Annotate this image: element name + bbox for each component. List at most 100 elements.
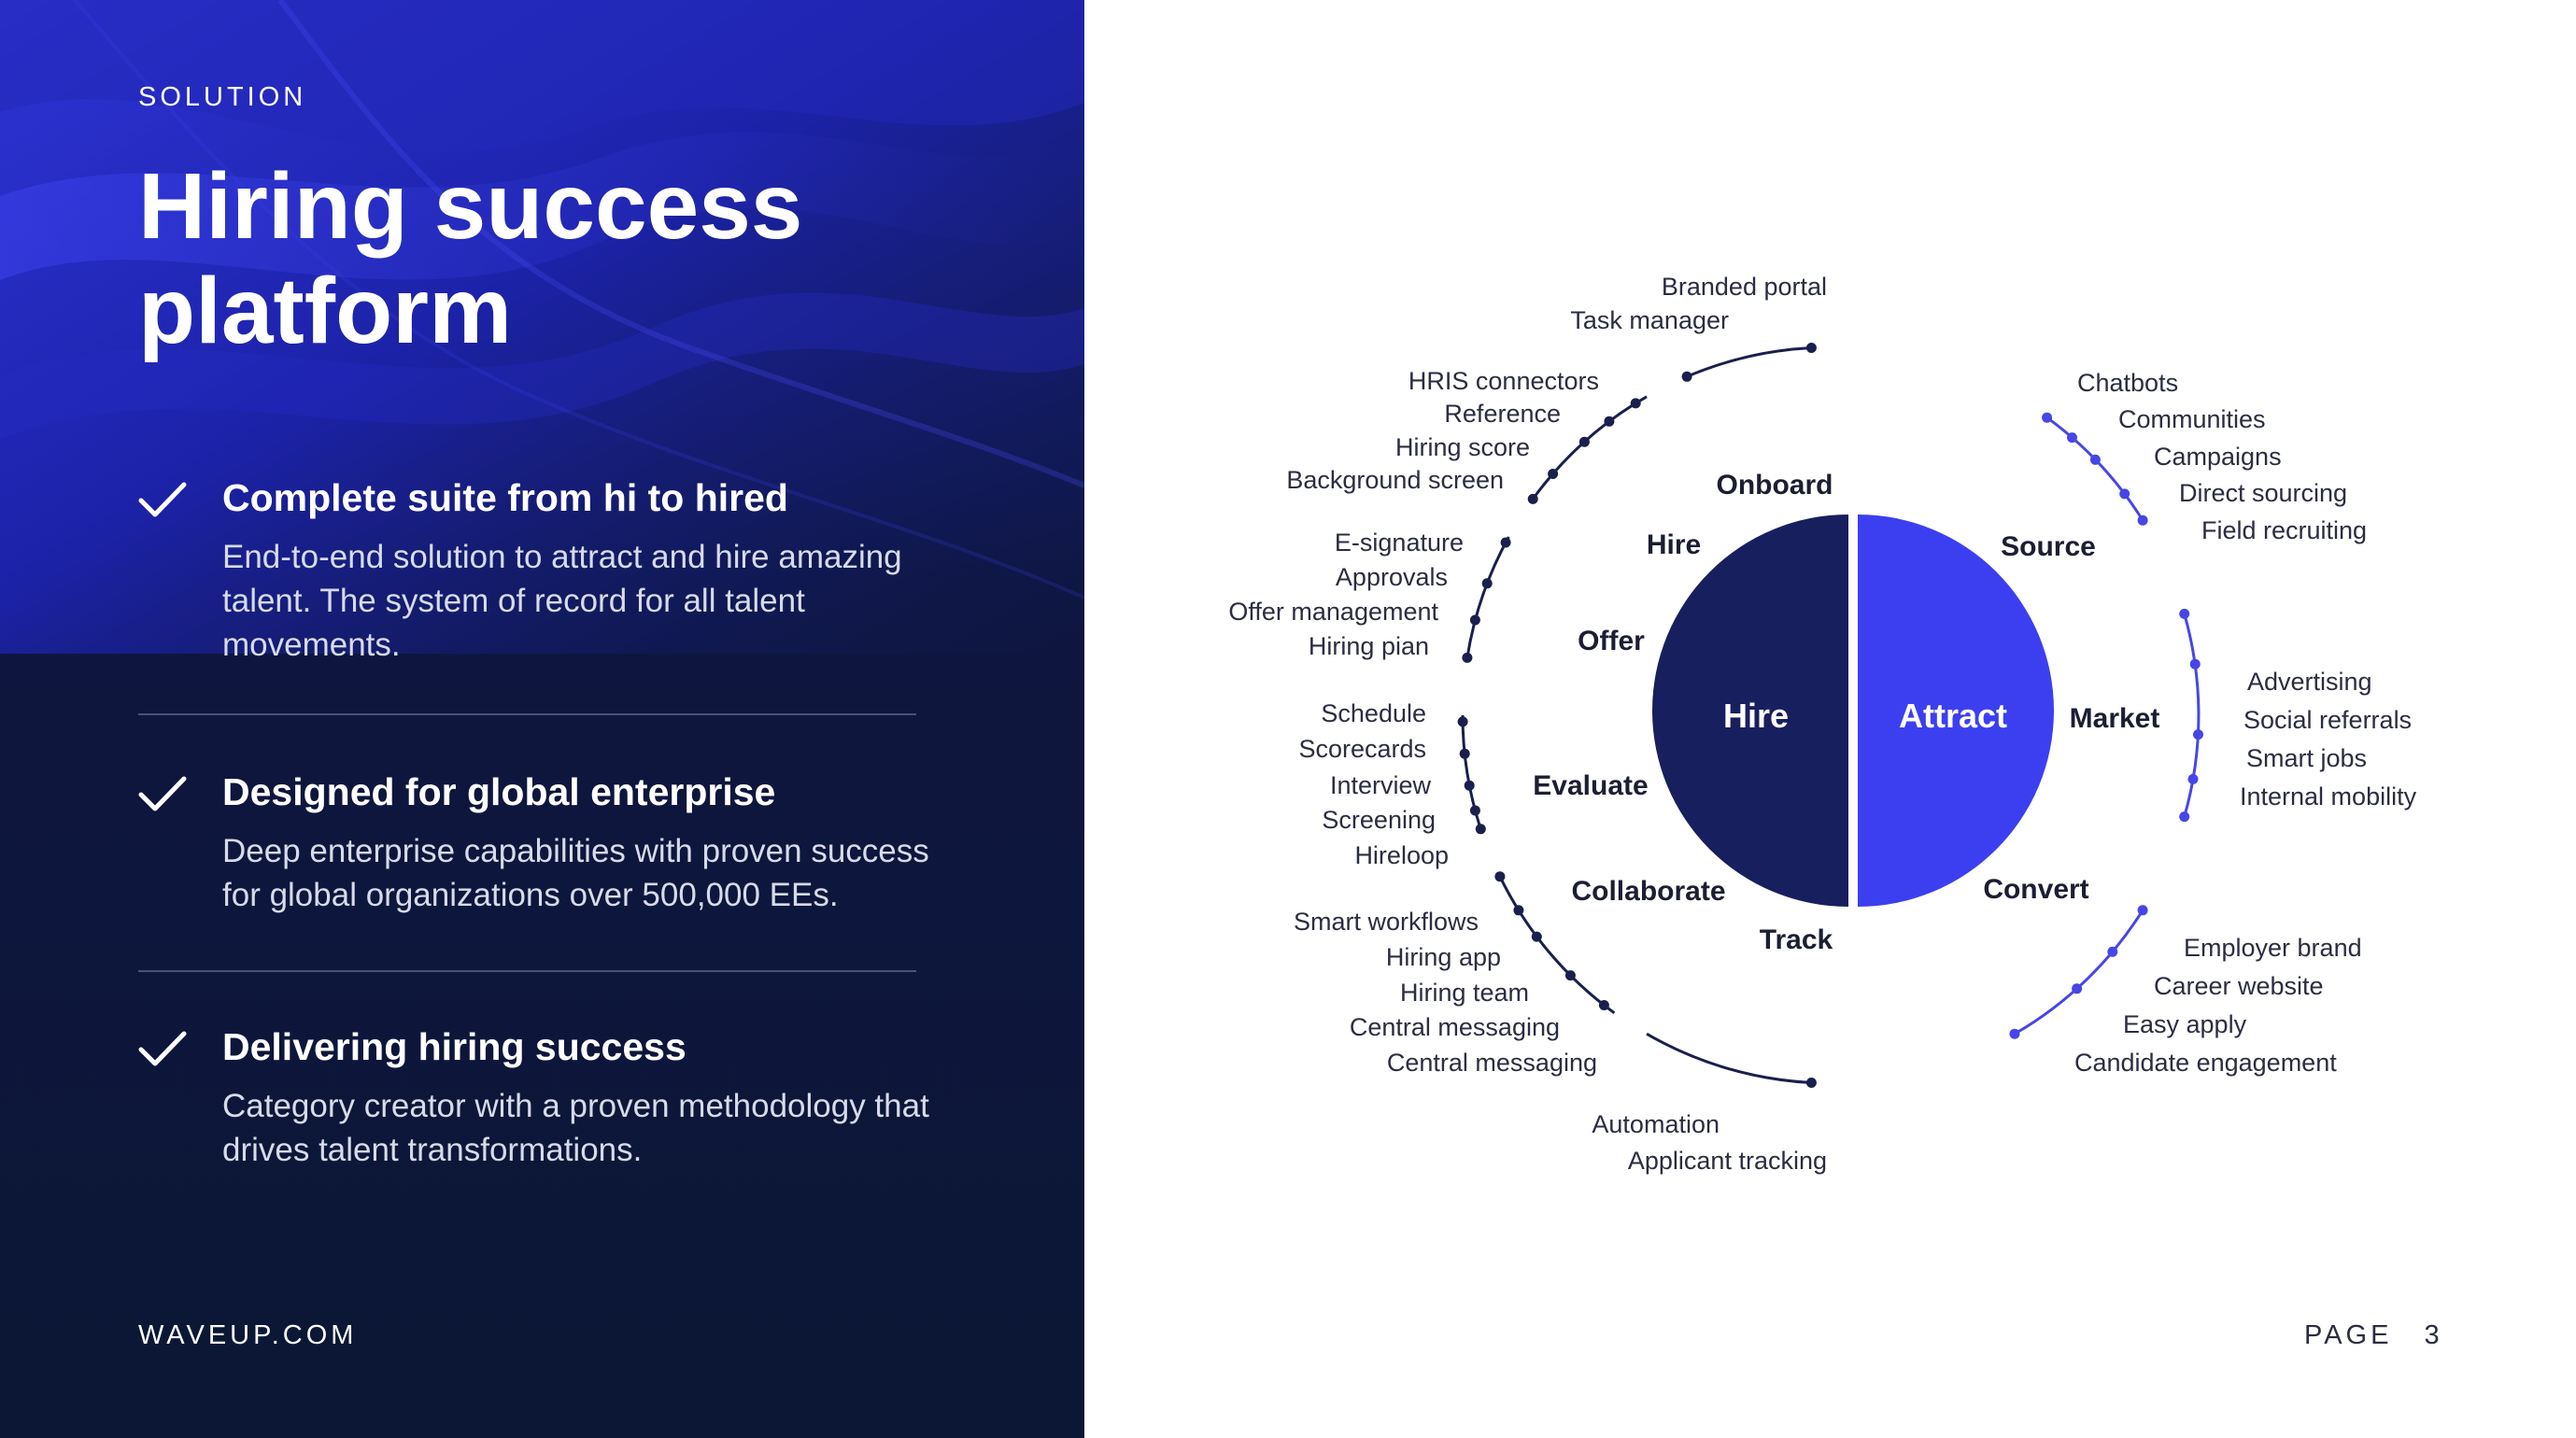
hire-item: Reference: [1444, 400, 1561, 428]
offer-item: Hiring pian: [1309, 632, 1429, 660]
page-label: PAGE: [2304, 1320, 2393, 1350]
convert-arc: [2014, 909, 2144, 1036]
convert-dot: [2107, 946, 2118, 957]
page-indicator: PAGE 3: [2304, 1320, 2440, 1351]
stage-market: Market: [2070, 703, 2160, 734]
offer-item: Approvals: [1336, 563, 1448, 591]
source-dot: [2089, 454, 2101, 465]
market-dot: [2179, 811, 2190, 823]
core-label-hire: Hire: [1723, 697, 1789, 735]
evaluate-dot: [1469, 805, 1480, 816]
track-arc: [1646, 1032, 1812, 1084]
collaborate-arc: [1498, 876, 1616, 1015]
stage-onboard: Onboard: [1717, 470, 1833, 500]
feature-title: Delivering hiring success: [222, 1025, 686, 1068]
market-arc: [2183, 613, 2201, 818]
collaborate-dot: [1513, 905, 1524, 916]
offer-arc: [1465, 536, 1510, 658]
divider: [138, 970, 916, 972]
evaluate-dot: [1457, 716, 1468, 727]
market-dot: [2187, 773, 2199, 784]
convert-item: Employer brand: [2184, 934, 2362, 962]
divider: [138, 713, 916, 715]
offer-item: E-signature: [1335, 529, 1464, 557]
collaborate-item: Smart workflows: [1294, 908, 1479, 936]
convert-item: Candidate engagement: [2074, 1049, 2337, 1077]
offer-dot: [1500, 537, 1511, 548]
evaluate-item: Hireloop: [1354, 841, 1449, 869]
collaborate-dot: [1598, 1000, 1609, 1010]
convert-item: Easy apply: [2123, 1010, 2247, 1038]
market-item: Advertising: [2247, 668, 2372, 696]
evaluate-item: Screening: [1322, 806, 1436, 834]
page-title-line-1: Hiring success: [138, 154, 803, 259]
stage-source: Source: [2001, 531, 2096, 562]
core-label-attract: Attract: [1899, 697, 2007, 735]
silk-background: [0, 0, 1084, 654]
convert-item: Career website: [2154, 972, 2324, 1000]
page-number: 3: [2424, 1320, 2440, 1350]
market-item: Smart jobs: [2246, 744, 2367, 772]
hire-dot: [1548, 469, 1559, 479]
convert-dot: [2009, 1028, 2020, 1039]
check-icon: [138, 1031, 187, 1066]
stage-evaluate: Evaluate: [1533, 770, 1648, 801]
track-dot: [1805, 1078, 1817, 1088]
onboard-dot: [1805, 343, 1817, 353]
left-panel: SOLUTION Hiring success platform Complet…: [0, 0, 1084, 1438]
page-title-line-2: platform: [138, 259, 512, 363]
feature-description: Deep enterprise capabilities with proven…: [222, 833, 929, 913]
stage-hire: Hire: [1647, 529, 1701, 560]
evaluate-dot: [1464, 780, 1475, 791]
collaborate-item: Central messaging: [1350, 1013, 1560, 1041]
hire-dot: [1630, 398, 1641, 409]
feature-title: Designed for global enterprise: [222, 770, 776, 813]
source-dot: [2119, 488, 2130, 500]
market-item: Social referrals: [2243, 706, 2412, 734]
offer-dot: [1481, 578, 1493, 589]
track-item: Automation: [1592, 1110, 1720, 1138]
stage-offer: Offer: [1578, 626, 1645, 656]
attract-half-circle: [1858, 515, 2054, 907]
evaluate-dot: [1475, 824, 1486, 835]
market-dot: [2179, 608, 2190, 619]
collaborate-dot: [1494, 871, 1506, 882]
onboard-item: Task manager: [1570, 306, 1729, 334]
track-item: Applicant tracking: [1628, 1147, 1827, 1175]
convert-dot: [2072, 983, 2083, 994]
feature-description: End-to-end solution to attract and hire …: [222, 539, 902, 663]
onboard-item: Branded portal: [1662, 273, 1827, 301]
market-item: Internal mobility: [2240, 782, 2417, 811]
source-dot: [2067, 432, 2077, 444]
source-item: Direct sourcing: [2179, 479, 2347, 507]
feature-description: Category creator with a proven methodolo…: [222, 1088, 929, 1168]
check-icon: [138, 776, 187, 811]
page-title: Hiring success platform: [138, 154, 979, 363]
hire-half-circle: [1652, 515, 1848, 907]
source-arc: [2045, 416, 2144, 521]
source-item: Campaigns: [2154, 443, 2282, 471]
stage-convert: Convert: [1983, 874, 2088, 905]
hire-dot: [1527, 493, 1538, 504]
market-dot: [2189, 658, 2201, 670]
market-dot: [2193, 729, 2203, 740]
offer-dot: [1462, 652, 1473, 663]
source-item: Chatbots: [2077, 369, 2178, 397]
hire-item: Background screen: [1286, 466, 1504, 494]
source-dot: [2042, 412, 2053, 423]
hire-dot: [1604, 416, 1615, 427]
evaluate-item: Schedule: [1321, 699, 1426, 727]
eyebrow-label: SOLUTION: [138, 82, 307, 112]
convert-dot: [2137, 905, 2148, 916]
stage-collaborate: Collaborate: [1571, 876, 1725, 907]
check-icon: [138, 482, 187, 517]
platform-diagram: Hire Attract Onboard Hire Offer Evaluate…: [1228, 273, 2417, 1175]
source-item: Field recruiting: [2201, 516, 2367, 544]
stage-track: Track: [1760, 924, 1833, 955]
onboard-dot: [1681, 371, 1692, 382]
hire-item: Hiring score: [1395, 433, 1530, 461]
source-dot: [2137, 515, 2148, 526]
source-item: Communities: [2118, 405, 2266, 433]
hire-dot: [1578, 436, 1590, 447]
site-url: WAVEUP.COM: [138, 1320, 358, 1350]
